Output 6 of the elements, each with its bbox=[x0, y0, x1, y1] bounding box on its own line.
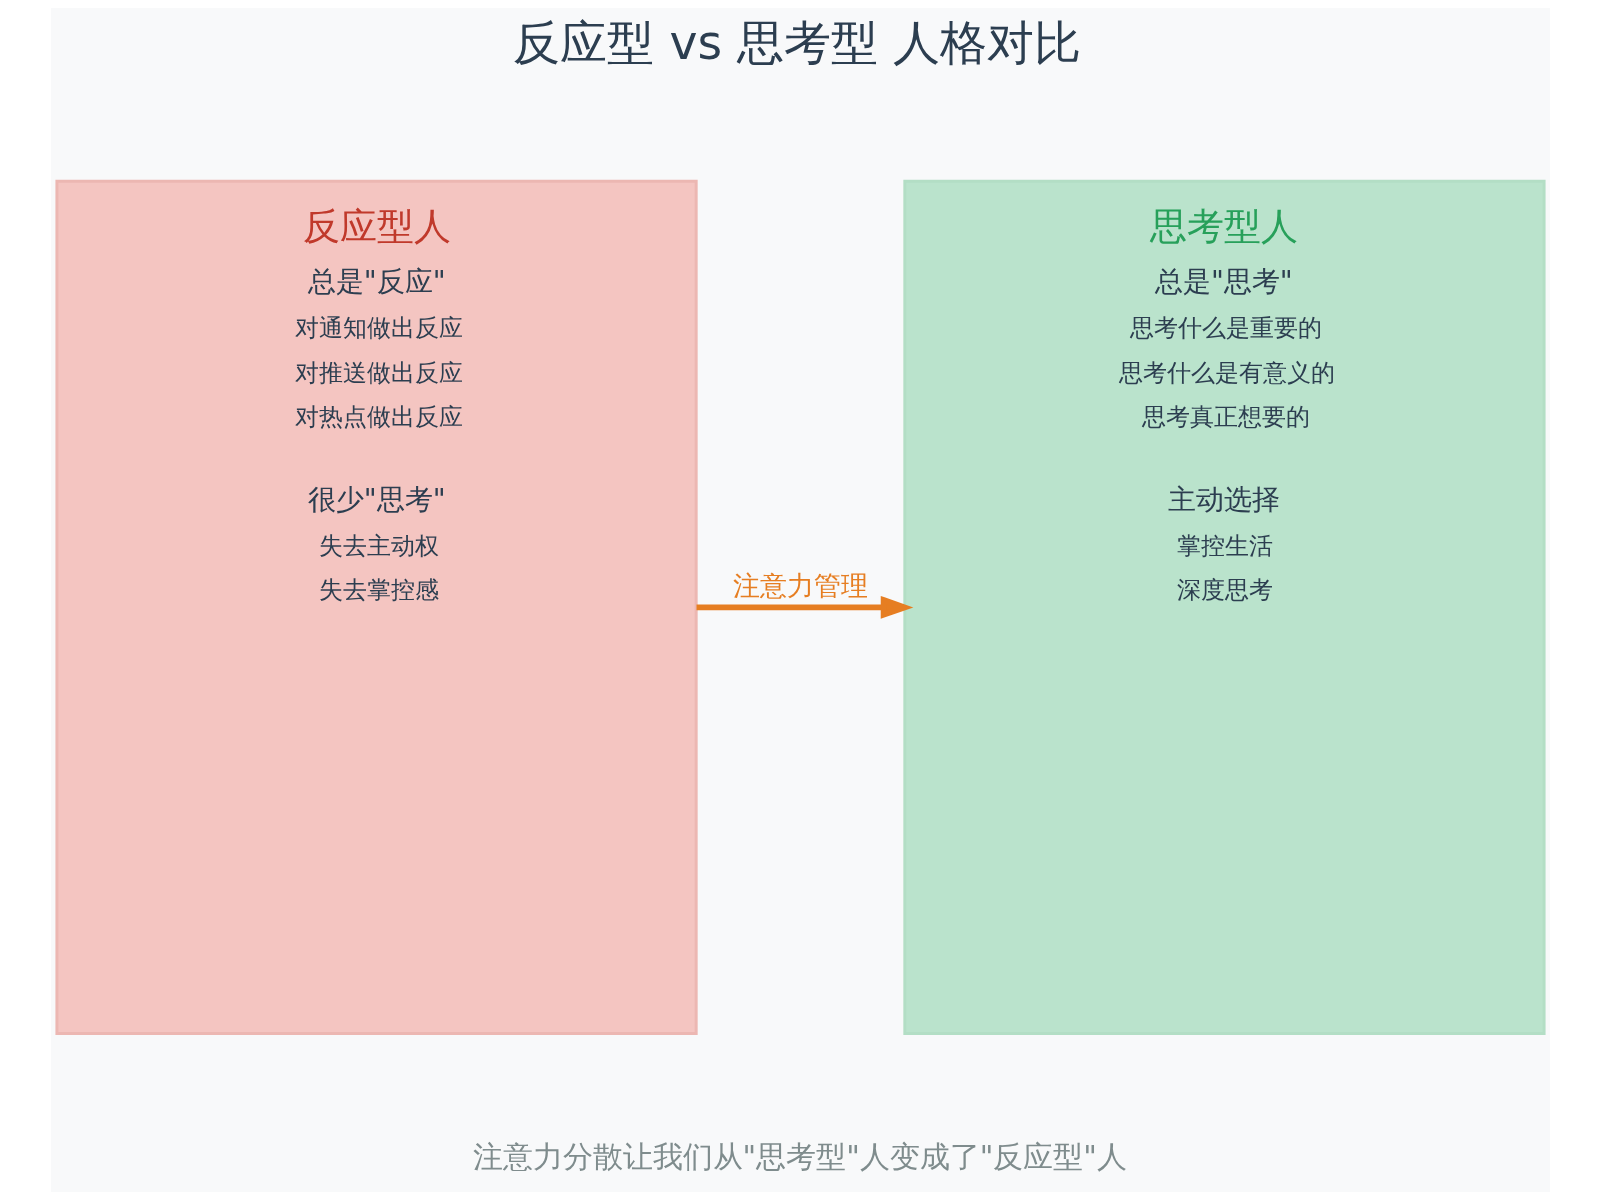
node-box: 反应型人 总是"反应" 对通知做出反应 对推送做出反应 对热点做出反应 很少"思考" 失去主动权 失去掌控感 bbox=[54, 179, 698, 1036]
arrow bbox=[696, 595, 913, 619]
edge-label: 注意力管理 bbox=[732, 569, 868, 601]
node-box: 思考型人 总是"思考" 思考什么是重要的 思考什么是有意义的 思考真正想要的 主动选择 掌控生活 深度思考 bbox=[902, 179, 1546, 1036]
caption: 注意力分散让我们从"思考型"人变成了"反应型"人 bbox=[472, 1139, 1127, 1174]
diagram-title: 反应型 vs 思考型 人格对比 bbox=[512, 14, 1081, 70]
